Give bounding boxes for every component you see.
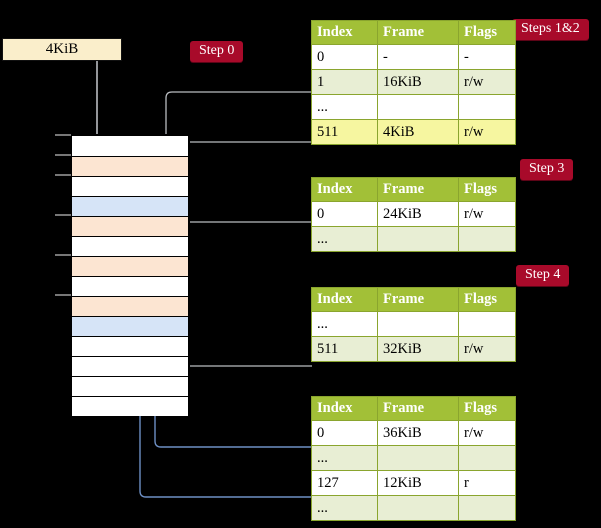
cell-frame: 24KiB — [377, 201, 459, 227]
cell-frame: 16KiB — [377, 69, 459, 95]
cell-index: 511 — [311, 336, 378, 362]
badge-step-0: Step 0 — [190, 41, 244, 62]
memory-frame-2-tick — [55, 174, 71, 176]
cell-frame: - — [377, 44, 459, 70]
physical-memory-column — [70, 134, 190, 416]
cell-index: ... — [311, 226, 378, 252]
memory-frame-4 — [72, 216, 188, 236]
table-row: ... — [311, 226, 516, 252]
cell-index: ... — [311, 311, 378, 337]
table-row: ... — [311, 495, 516, 521]
cell-flags: r — [458, 470, 516, 496]
cell-flags — [458, 226, 516, 252]
cell-index: ... — [311, 495, 378, 521]
memory-frame-10 — [72, 336, 188, 356]
cell-frame — [377, 226, 459, 252]
wire-step4 — [173, 316, 312, 367]
cell-frame — [377, 311, 459, 337]
wire-step2 — [178, 141, 312, 252]
column-header-index: Index — [311, 396, 378, 421]
cell-flags: r/w — [458, 336, 516, 362]
column-header-flags: Flags — [458, 177, 516, 202]
wire-step3 — [179, 221, 312, 256]
cell-frame: 12KiB — [377, 470, 459, 496]
column-header-index: Index — [311, 177, 378, 202]
table-row: ... — [311, 94, 516, 120]
cell-index: 0 — [311, 44, 378, 70]
memory-frame-5 — [72, 236, 188, 256]
table-row: ... — [311, 445, 516, 471]
cell-flags: r/w — [458, 69, 516, 95]
column-header-flags: Flags — [458, 396, 516, 421]
cell-flags: r/w — [458, 420, 516, 446]
cell-frame — [377, 445, 459, 471]
memory-frame-9 — [72, 316, 188, 336]
badge-steps-1-2: Steps 1&2 — [512, 19, 589, 40]
memory-frame-8 — [72, 296, 188, 316]
memory-frame-2 — [72, 176, 188, 196]
cell-frame — [377, 94, 459, 120]
cell-index: 1 — [311, 69, 378, 95]
cell-index: 0 — [311, 201, 378, 227]
memory-frame-11 — [72, 356, 188, 376]
memory-frame-6-tick — [55, 254, 71, 256]
memory-frame-0-tick — [55, 134, 71, 136]
cell-flags — [458, 94, 516, 120]
cell-flags — [458, 495, 516, 521]
memory-frame-12 — [72, 376, 188, 396]
cell-index: 127 — [311, 470, 378, 496]
column-header-flags: Flags — [458, 20, 516, 45]
memory-frame-4-tick — [55, 214, 71, 216]
column-header-flags: Flags — [458, 287, 516, 312]
column-header-frame: Frame — [377, 396, 459, 421]
cell-flags — [458, 311, 516, 337]
cell-flags: - — [458, 44, 516, 70]
memory-frame-1-tick — [55, 154, 71, 156]
cell-index: ... — [311, 94, 378, 120]
virtual-address-box: 4KiB — [2, 38, 122, 61]
cell-flags — [458, 445, 516, 471]
memory-frame-0 — [72, 136, 188, 156]
cell-flags: r/w — [458, 119, 516, 145]
cell-frame: 32KiB — [377, 336, 459, 362]
memory-frame-7 — [72, 276, 188, 296]
cell-flags: r/w — [458, 201, 516, 227]
cell-frame: 36KiB — [377, 420, 459, 446]
memory-frame-8-tick — [55, 294, 71, 296]
virtual-address-label: 4KiB — [45, 41, 79, 57]
column-header-frame: Frame — [377, 287, 459, 312]
column-header-index: Index — [311, 20, 378, 45]
cell-index: 511 — [311, 119, 378, 145]
cell-frame: 4KiB — [377, 119, 459, 145]
badge-step-4: Step 4 — [516, 265, 570, 286]
memory-frame-3 — [72, 196, 188, 216]
cell-index: 0 — [311, 420, 378, 446]
memory-frame-13 — [72, 396, 188, 416]
cell-frame — [377, 495, 459, 521]
column-header-frame: Frame — [377, 177, 459, 202]
column-header-frame: Frame — [377, 20, 459, 45]
table-row: 0-- — [311, 44, 516, 70]
table-row: ... — [311, 311, 516, 337]
column-header-index: Index — [311, 287, 378, 312]
memory-frame-1 — [72, 156, 188, 176]
memory-frame-6 — [72, 256, 188, 276]
cell-index: ... — [311, 445, 378, 471]
badge-step-3: Step 3 — [520, 159, 574, 180]
